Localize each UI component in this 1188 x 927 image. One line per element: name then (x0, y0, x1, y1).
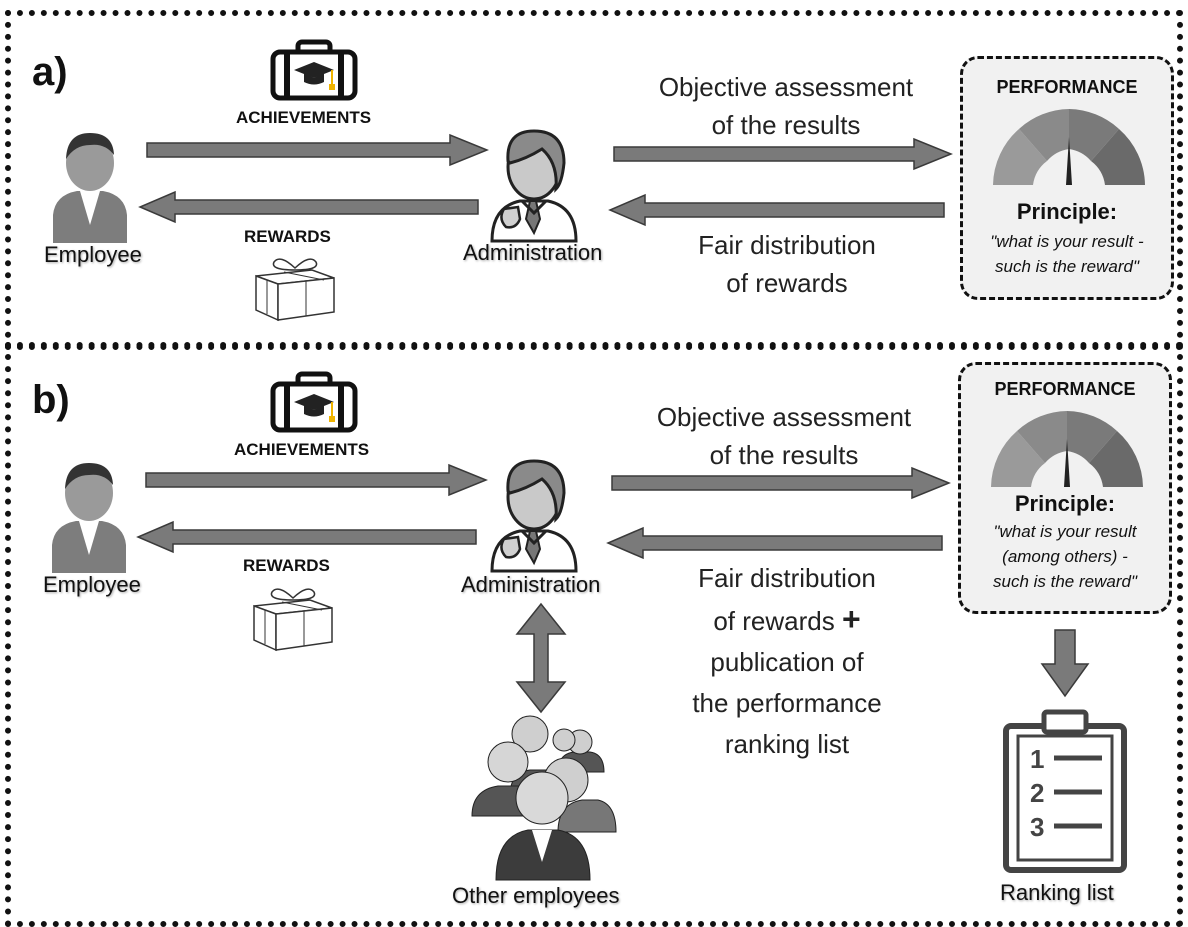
rank-number-2: 2 (1030, 778, 1045, 808)
performance-title: PERFORMANCE (994, 379, 1136, 399)
administrator-icon (490, 459, 578, 573)
assessment-arrow (611, 466, 951, 500)
achievements-label: ACHIEVEMENTS (234, 440, 370, 459)
quote-line: "what is your result - (990, 232, 1144, 251)
distribution-text: Fair distribution of rewards + publicati… (652, 558, 922, 765)
employee-icon (52, 463, 126, 573)
distribution-text: Fair distribution of rewards (662, 226, 912, 302)
distribution-line: of rewards (713, 606, 835, 636)
employee-icon (53, 133, 127, 243)
briefcase-icon (270, 39, 358, 101)
quote-line: (among others) - (1002, 547, 1128, 566)
assessment-line: of the results (709, 440, 859, 470)
distribution-line: ranking list (724, 729, 850, 759)
distribution-line: Fair distribution (698, 230, 876, 260)
distribution-line: publication of (710, 647, 864, 677)
principle-label: Principle: (1016, 199, 1118, 224)
rewards-label: REWARDS (243, 556, 330, 575)
rank-number-3: 3 (1030, 812, 1045, 842)
gauge-icon (993, 109, 1145, 185)
distribution-arrow (608, 193, 945, 227)
distribution-arrow (606, 526, 943, 560)
gauge-icon (991, 411, 1143, 487)
down-arrow (1040, 629, 1090, 698)
assessment-arrow (613, 137, 953, 171)
rank-number-1: 1 (1030, 744, 1045, 774)
distribution-line: of rewards (726, 268, 848, 298)
administrator-icon (490, 129, 578, 243)
panel-b-letter: b) (32, 378, 70, 422)
assessment-line: Objective assessment (656, 402, 912, 432)
distribution-line: Fair distribution (698, 563, 876, 593)
achievements-label: ACHIEVEMENTS (236, 108, 372, 127)
ranking-list-label: Ranking list (1000, 880, 1114, 905)
assessment-text: Objective assessment of the results (640, 68, 932, 144)
distribution-line-with-plus: of rewards + (652, 599, 922, 642)
gift-icon (253, 588, 333, 652)
administration-label: Administration (463, 240, 603, 265)
clipboard-icon: 1 2 3 (1000, 708, 1130, 874)
briefcase-icon (270, 371, 358, 433)
double-arrow (515, 602, 567, 714)
gift-icon (255, 258, 335, 322)
quote-line: such is the reward" (995, 257, 1139, 276)
panel-a-letter: a) (32, 50, 68, 94)
performance-title: PERFORMANCE (996, 77, 1138, 97)
principle-quote: "what is your result - such is the rewar… (963, 229, 1171, 279)
clipboard-frame (1003, 709, 1127, 873)
employee-label: Employee (44, 242, 142, 267)
performance-box: PERFORMANCE Principle: "what is your res… (958, 362, 1172, 614)
administration-label: Administration (461, 572, 601, 597)
rewards-arrow (136, 520, 477, 554)
assessment-text: Objective assessment of the results (638, 398, 930, 474)
distribution-line: the performance (692, 688, 882, 718)
quote-line: "what is your result (993, 522, 1137, 541)
principle-label: Principle: (1014, 491, 1116, 516)
assessment-line: Objective assessment (658, 72, 914, 102)
achievements-arrow (146, 133, 489, 167)
achievements-arrow (145, 463, 488, 497)
principle-quote: "what is your result (among others) - su… (961, 519, 1169, 594)
employees-group-icon (471, 715, 617, 881)
other-employees-label: Other employees (452, 883, 620, 908)
rewards-arrow (138, 190, 479, 224)
panel-b-frame (5, 342, 1183, 927)
employee-label: Employee (43, 572, 141, 597)
performance-box: PERFORMANCE Principle: "what is your res… (960, 56, 1174, 300)
plus-sign: + (841, 601, 861, 637)
quote-line: such is the reward" (993, 572, 1137, 591)
assessment-line: of the results (711, 110, 861, 140)
rewards-label: REWARDS (244, 227, 331, 246)
